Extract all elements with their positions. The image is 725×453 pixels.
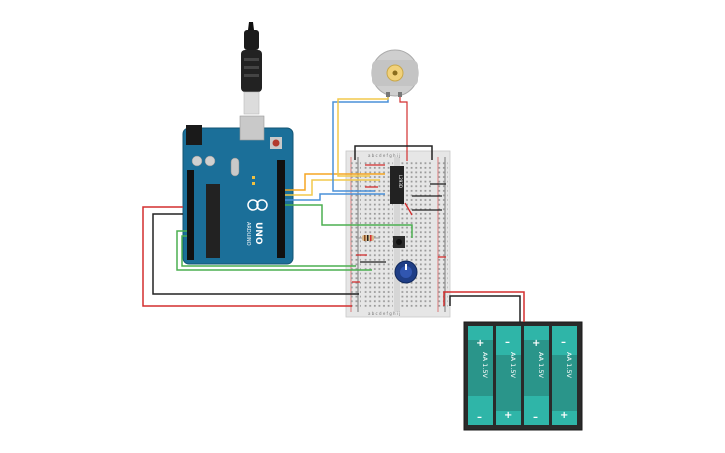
wire-blue[interactable] [285,193,385,201]
svg-text:–: – [477,412,482,423]
arduino-brand-label: ARDUINO [245,222,251,246]
svg-text:–: – [533,412,538,423]
motor-driver-chip[interactable]: L293D [390,166,404,204]
svg-text:+: + [476,338,484,349]
battery-cell: – + AA 1.5V [496,326,521,425]
wire-blue[interactable] [332,97,389,192]
wire-green[interactable] [176,230,372,271]
battery-cell: – + AA 1.5V [552,326,577,425]
wire-black[interactable] [354,145,433,160]
wire-green[interactable] [181,235,356,267]
battery-cell: + – AA 1.5V [524,326,549,425]
svg-text:+: + [504,410,512,421]
arduino-logo-icon [247,199,268,211]
potentiometer[interactable] [394,260,418,284]
battery-cell-label: AA 1.5V [565,352,573,378]
wire-yellow[interactable] [285,179,380,196]
battery-cell-label: AA 1.5V [537,352,545,378]
push-button[interactable] [393,236,405,248]
wire-black[interactable] [152,213,359,295]
battery-cell: + – AA 1.5V [468,326,493,425]
svg-text:–: – [505,337,510,348]
battery-cell-label: AA 1.5V [481,352,489,378]
wire-orange[interactable] [285,173,385,191]
wire-red[interactable] [443,291,525,322]
svg-text:–: – [561,337,566,348]
battery-cell-label: AA 1.5V [509,352,517,378]
wire-yellow[interactable] [337,97,389,177]
svg-text:+: + [532,338,540,349]
wire-red[interactable] [399,97,408,161]
wire-red[interactable] [142,206,352,307]
wire-green[interactable] [285,204,413,238]
dc-motor[interactable] [371,49,419,97]
svg-text:+: + [560,410,568,421]
usb-cable [241,22,262,115]
wire-red[interactable] [404,202,413,216]
arduino-uno-board[interactable]: ARDUINO UNO [182,115,294,265]
breadboard-letters-bottom: a b c d e f g h i j [368,311,400,316]
resistor[interactable] [356,235,380,241]
wire-black[interactable] [449,295,521,322]
arduino-model-label: UNO [253,222,263,245]
motor-driver-label: L293D [398,175,403,188]
breadboard-letters-top: a b c d e f g h i j [368,153,400,158]
